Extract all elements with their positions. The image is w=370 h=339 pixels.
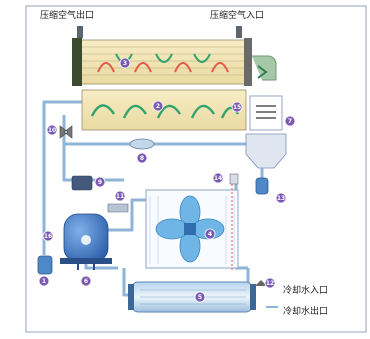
callout-number-5: 5 [198, 294, 202, 301]
callout-number-10: 10 [48, 127, 56, 134]
tube-sheet-left [72, 38, 82, 86]
callout-badge-7: 7 [284, 115, 296, 127]
callout-number-2: 2 [156, 103, 160, 110]
drier-filter [129, 138, 155, 150]
air-cooled-condenser [145, 180, 239, 270]
callout-number-9: 9 [98, 179, 102, 186]
compressor [60, 213, 112, 270]
callout-badge-6: 6 [80, 275, 92, 287]
callout-badge-4: 4 [204, 228, 216, 240]
cooling-water-outlet-label: 冷却水出口 [283, 307, 329, 317]
air-outlet-nozzle [77, 26, 83, 38]
callout-number-1: 1 [42, 278, 46, 285]
callout-number-4: 4 [208, 231, 212, 238]
air-to-air-heat-exchanger [72, 26, 277, 86]
liquid-receiver [37, 255, 53, 275]
callout-badge-11: 11 [114, 190, 126, 202]
callout-badge-15: 15 [231, 101, 243, 113]
water-cooled-condenser [128, 281, 256, 313]
callout-number-6: 6 [84, 278, 88, 285]
return-arrow [257, 65, 268, 79]
air-outlet-label: 压缩空气出口 [40, 11, 95, 21]
callout-number-11: 11 [116, 193, 124, 200]
callout-number-7: 7 [288, 118, 292, 125]
callout-number-12: 12 [266, 280, 274, 287]
callout-number-15: 15 [233, 104, 241, 111]
tube-sheet-right [244, 38, 252, 86]
fan-hub [184, 223, 196, 235]
callout-badge-1: 1 [38, 275, 50, 287]
callout-badge-14: 14 [212, 172, 224, 184]
callout-number-8: 8 [140, 155, 144, 162]
moisture-separator [245, 95, 287, 195]
air-inlet-nozzle [236, 26, 242, 38]
temperature-sensor [229, 173, 239, 185]
pressure-switch [71, 175, 93, 191]
water-regulating-valve [255, 280, 278, 308]
callout-number-14: 14 [214, 175, 222, 182]
callout-badge-3: 3 [119, 57, 131, 69]
callout-badge-10: 10 [46, 124, 58, 136]
outer-frame [25, 5, 367, 333]
return-bend [252, 55, 277, 81]
callout-badge-9: 9 [94, 176, 106, 188]
pipe-compressor-discharge [108, 198, 146, 232]
expansion-valve [59, 125, 73, 139]
callout-badge-13: 13 [275, 192, 287, 204]
air-inlet-label: 压缩空气入口 [210, 11, 265, 21]
callout-number-13: 13 [277, 195, 285, 202]
callout-badge-16: 16 [42, 230, 54, 242]
callout-badge-2: 2 [152, 100, 164, 112]
callout-number-16: 16 [44, 233, 52, 240]
callout-badge-12: 12 [264, 277, 276, 289]
evaporator [81, 89, 247, 131]
air-flow-arrows-top [97, 53, 229, 73]
solenoid-valve [107, 203, 129, 213]
cooling-water-inlet-label: 冷却水入口 [283, 286, 329, 296]
pipe-left-riser [42, 100, 82, 255]
callout-badge-8: 8 [136, 152, 148, 164]
callout-badge-5: 5 [194, 291, 206, 303]
callout-number-3: 3 [123, 60, 127, 67]
drain-trap [255, 177, 269, 195]
